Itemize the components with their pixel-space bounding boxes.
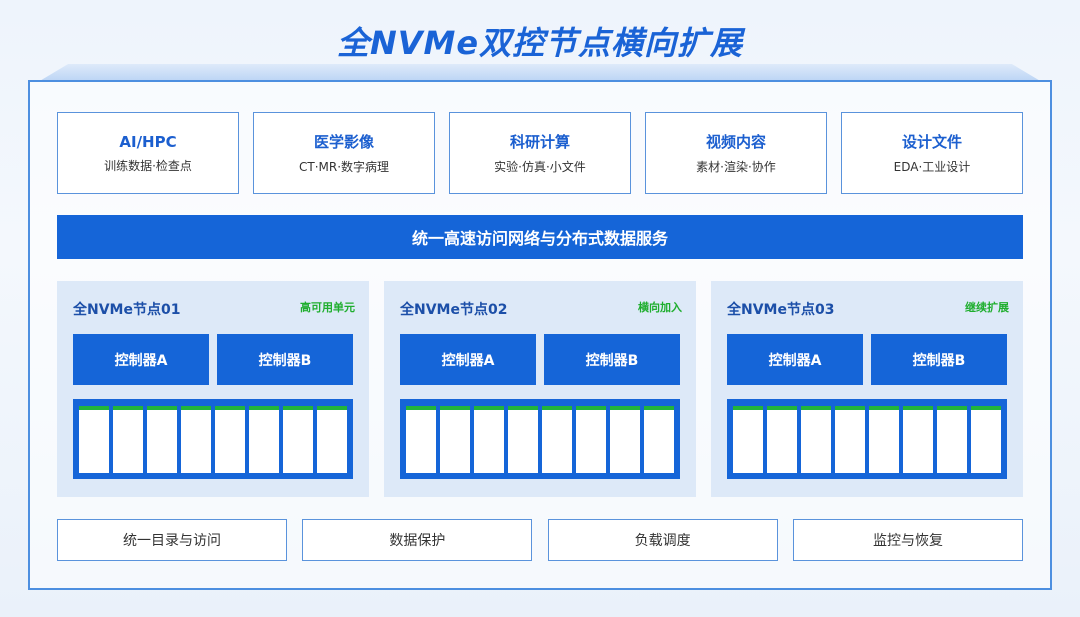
controller-row: 控制器A 控制器B: [73, 334, 353, 385]
nvme-disk: [215, 406, 245, 473]
nvme-disk: [903, 406, 933, 473]
app-card-video: 视频内容 素材·渲染·协作: [645, 112, 827, 194]
disk-tray: [400, 399, 680, 479]
node-tag: 继续扩展: [965, 301, 1009, 314]
app-card-research: 科研计算 实验·仿真·小文件: [449, 112, 631, 194]
nvme-disk: [835, 406, 865, 473]
nvme-disk: [474, 406, 504, 473]
service-load-scheduling: 负载调度: [547, 519, 778, 561]
disk-tray: [73, 399, 353, 479]
controller-a: 控制器A: [400, 334, 536, 385]
app-card-ai-hpc: AI/HPC 训练数据·检查点: [57, 112, 239, 194]
controller-b: 控制器B: [217, 334, 353, 385]
controller-row: 控制器A 控制器B: [727, 334, 1007, 385]
nvme-disk: [249, 406, 279, 473]
service-data-protection: 数据保护: [302, 519, 533, 561]
node-tag: 横向加入: [638, 301, 682, 314]
nvme-node-02: 全NVMe节点02 横向加入 控制器A 控制器B: [384, 281, 696, 497]
app-card-medical-imaging: 医学影像 CT·MR·数字病理: [253, 112, 435, 194]
nvme-disk: [79, 406, 109, 473]
app-name: 视频内容: [705, 133, 766, 151]
nvme-disk: [406, 406, 436, 473]
service-row: 统一目录与访问 数据保护 负载调度 监控与恢复: [57, 519, 1023, 561]
nvme-disk: [508, 406, 538, 473]
nvme-node-03: 全NVMe节点03 继续扩展 控制器A 控制器B: [711, 281, 1023, 497]
network-service-bus: 统一高速访问网络与分布式数据服务: [57, 215, 1023, 259]
app-name: 医学影像: [313, 133, 374, 151]
nvme-disk: [733, 406, 763, 473]
application-row: AI/HPC 训练数据·检查点 医学影像 CT·MR·数字病理 科研计算 实验·…: [57, 112, 1023, 194]
node-title: 全NVMe节点03: [727, 302, 835, 318]
app-name: AI/HPC: [119, 132, 177, 151]
nvme-disk: [767, 406, 797, 473]
nvme-disk: [937, 406, 967, 473]
diagram-title: 全NVMe双控节点横向扩展: [336, 24, 744, 62]
controller-a: 控制器A: [73, 334, 209, 385]
app-name: 科研计算: [509, 133, 570, 151]
nvme-disk: [317, 406, 347, 473]
node-title: 全NVMe节点01: [73, 302, 181, 318]
node-title: 全NVMe节点02: [400, 302, 508, 318]
controller-b: 控制器B: [544, 334, 680, 385]
nvme-disk: [801, 406, 831, 473]
frame-top-bevel: [38, 64, 1042, 82]
app-desc: CT·MR·数字病理: [298, 160, 390, 174]
app-name: 设计文件: [901, 133, 962, 151]
service-monitoring-recovery: 监控与恢复: [792, 519, 1023, 561]
nvme-node-01: 全NVMe节点01 高可用单元 控制器A 控制器B: [57, 281, 369, 497]
nvme-disk: [971, 406, 1001, 473]
service-unified-directory: 统一目录与访问: [57, 519, 287, 561]
controller-b: 控制器B: [871, 334, 1007, 385]
node-tag: 高可用单元: [300, 301, 355, 314]
nvme-disk: [542, 406, 572, 473]
app-desc: 素材·渲染·协作: [696, 160, 776, 174]
app-card-design: 设计文件 EDA·工业设计: [841, 112, 1023, 194]
nvme-disk: [181, 406, 211, 473]
nvme-disk: [869, 406, 899, 473]
nvme-disk: [147, 406, 177, 473]
nvme-disk: [283, 406, 313, 473]
controller-a: 控制器A: [727, 334, 863, 385]
nvme-disk: [576, 406, 606, 473]
nvme-disk: [644, 406, 674, 473]
app-desc: EDA·工业设计: [893, 160, 971, 174]
disk-tray: [727, 399, 1007, 479]
node-row: 全NVMe节点01 高可用单元 控制器A 控制器B 全NVMe节点02 横向加入…: [57, 281, 1023, 497]
app-desc: 训练数据·检查点: [104, 158, 192, 173]
nvme-disk: [440, 406, 470, 473]
nvme-disk: [610, 406, 640, 473]
app-desc: 实验·仿真·小文件: [494, 160, 586, 174]
nvme-disk: [113, 406, 143, 473]
controller-row: 控制器A 控制器B: [400, 334, 680, 385]
